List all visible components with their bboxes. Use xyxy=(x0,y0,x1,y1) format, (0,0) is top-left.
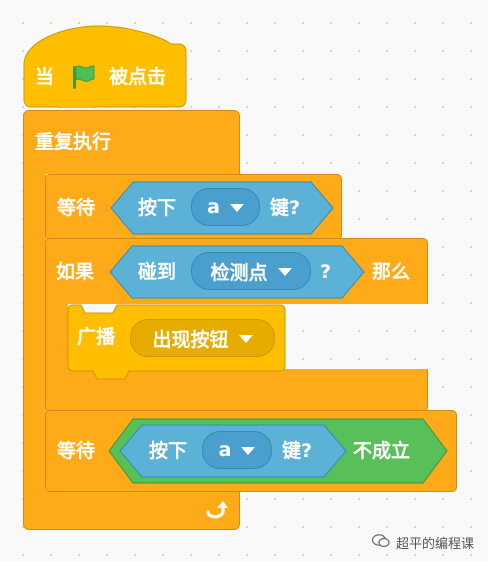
wait-label: 等待 xyxy=(57,197,96,219)
wait-until-block-1[interactable]: 等待 按下 a 键? xyxy=(45,174,342,240)
key-dropdown-value: a xyxy=(207,196,220,218)
forever-bottom-arm xyxy=(23,491,240,530)
green-flag-icon xyxy=(69,63,97,91)
touching-label: 碰到 xyxy=(138,261,177,283)
watermark: 超平的编程课 xyxy=(371,533,474,552)
key-suffix-label: 键? xyxy=(282,440,313,462)
forever-label: 重复执行 xyxy=(35,131,112,153)
chevron-down-icon xyxy=(238,335,253,343)
loop-arrow-icon xyxy=(203,498,229,524)
press-label: 按下 xyxy=(138,197,177,219)
wait-label: 等待 xyxy=(57,440,96,462)
key-dropdown-value: a xyxy=(218,439,232,461)
hat-clicked-label: 被点击 xyxy=(109,66,167,88)
forever-spine xyxy=(23,170,46,495)
key-dropdown[interactable]: a xyxy=(202,431,272,469)
if-spine xyxy=(45,300,68,380)
hat-when-label: 当 xyxy=(35,66,55,88)
broadcast-block[interactable]: 广播 出现按钮 xyxy=(67,304,287,380)
chevron-down-icon xyxy=(277,268,292,276)
wait-until-block-2[interactable]: 等待 按下 a 键? 不成立 xyxy=(45,410,457,492)
hat-block-shape xyxy=(23,25,187,108)
forever-top-arm xyxy=(23,110,240,174)
key-suffix-label: 键? xyxy=(270,197,301,219)
not-label: 不成立 xyxy=(353,440,411,462)
touching-question: ? xyxy=(320,261,332,283)
then-label: 那么 xyxy=(372,261,411,283)
wechat-icon xyxy=(371,533,390,552)
broadcast-message-dropdown[interactable]: 出现按钮 xyxy=(130,319,275,357)
touch-target-value: 检测点 xyxy=(210,261,268,284)
press-label: 按下 xyxy=(149,440,188,462)
watermark-text: 超平的编程课 xyxy=(395,537,474,552)
when-flag-clicked-block[interactable]: 当 被点击 xyxy=(23,24,187,108)
forever-block[interactable]: 重复执行 xyxy=(23,110,241,530)
chevron-down-icon xyxy=(229,204,244,212)
key-dropdown[interactable]: a xyxy=(191,188,260,226)
broadcast-label: 广播 xyxy=(77,326,116,348)
chevron-down-icon xyxy=(241,447,256,455)
if-then-block[interactable]: 如果 碰到 检测点 ? 那么 xyxy=(45,238,429,412)
touch-target-dropdown[interactable]: 检测点 xyxy=(191,252,311,290)
if-label: 如果 xyxy=(56,261,95,283)
broadcast-message-value: 出现按钮 xyxy=(152,328,229,351)
